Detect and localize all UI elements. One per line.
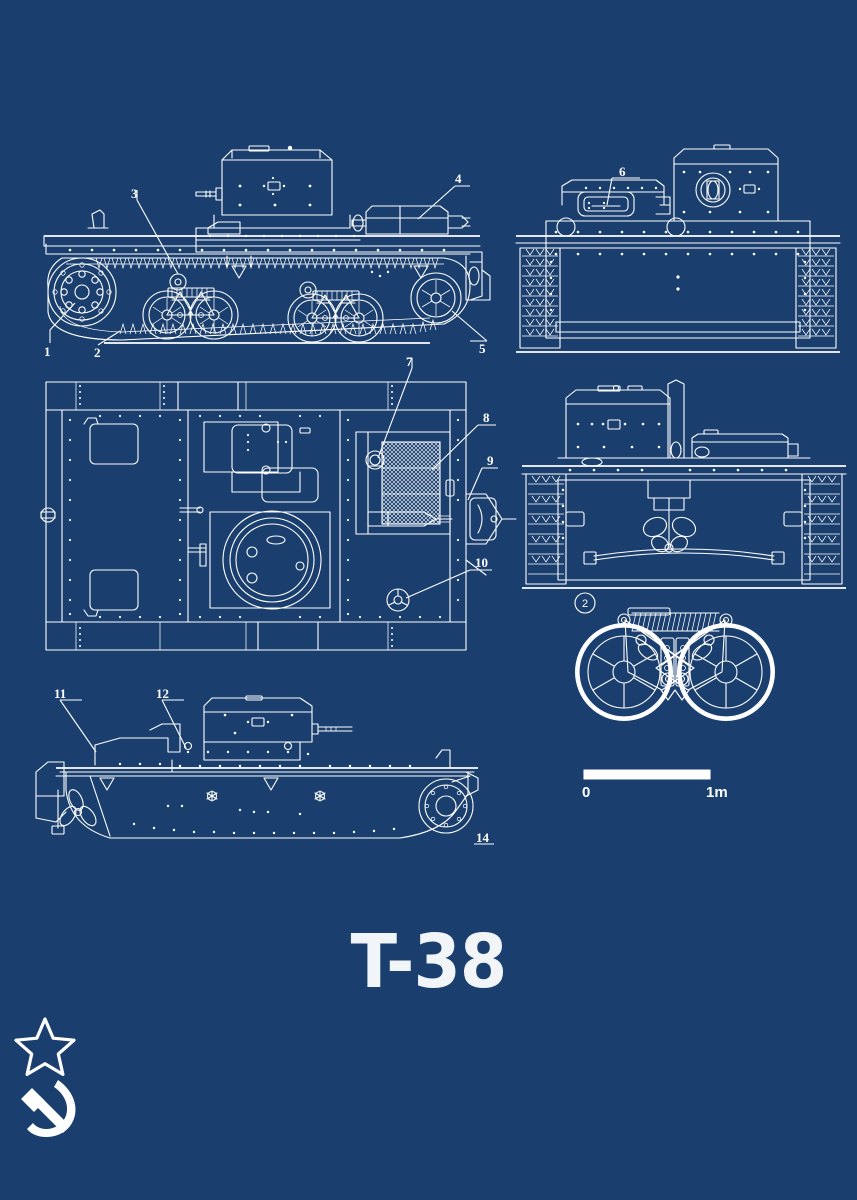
front-view-driver-cupola [556, 179, 686, 237]
side-view-return-rollers [169, 273, 317, 299]
front-view-callouts: 6 [606, 164, 640, 206]
plan-view-front-fender [45, 381, 467, 411]
poster-footer: T-38 [0, 925, 857, 1141]
scale-bar: 0 1m [582, 769, 728, 801]
callout-12: 12 [156, 686, 169, 701]
callout-8: 8 [483, 410, 490, 425]
bogie-detail-spring [627, 607, 720, 687]
hammer-and-sickle [21, 1080, 76, 1137]
hull-view-callouts: 11 12 14 [54, 686, 494, 845]
plan-view-deck-fitting [386, 588, 410, 612]
callout-11: 11 [54, 686, 66, 701]
plan-view-front-hatches [40, 417, 139, 617]
callout-14: 14 [476, 830, 490, 845]
callout-7: 7 [406, 354, 413, 369]
plan-view-engine-grille [355, 431, 455, 535]
side-view-hull-markers [226, 255, 429, 279]
plan-view-hull-deck [45, 409, 467, 623]
plan-view-rivets [68, 414, 460, 619]
side-view-callouts: 1 2 3 4 5 [44, 171, 488, 360]
rear-view-hull [521, 379, 847, 581]
front-view: 6 [515, 144, 841, 353]
front-view-turret [673, 144, 779, 222]
soviet-star [14, 1017, 76, 1076]
plan-view-rear-fender [45, 621, 467, 651]
bogie-detail: 2 [574, 592, 775, 721]
hull-view: 11 12 14 [35, 686, 494, 845]
side-view-idler-wheel [410, 272, 462, 324]
scale-start-label: 0 [582, 784, 590, 801]
rear-view-propeller [642, 479, 697, 553]
scale-end-label: 1m [706, 784, 728, 801]
front-view-tracks [519, 247, 837, 349]
bogie-detail-wheels [575, 623, 775, 721]
side-view-hull [43, 205, 491, 301]
rear-view [521, 379, 847, 589]
side-view: 1 2 3 4 5 [43, 145, 491, 360]
plan-view-callouts: 7 8 9 10 [377, 354, 498, 599]
callout-2: 2 [94, 345, 101, 360]
detail-marker-2: 2 [574, 592, 596, 614]
plan-view-rear-propeller [465, 493, 517, 576]
rear-view-turret [565, 384, 671, 459]
rear-view-towbar [583, 548, 785, 565]
callout-9: 9 [487, 453, 494, 468]
side-view-drive-sprocket [47, 257, 117, 327]
hull-view-turret [203, 695, 353, 743]
front-view-hull [515, 220, 841, 339]
page-title: T-38 [350, 919, 508, 1005]
side-view-turret [195, 145, 361, 241]
hull-view-hull [35, 723, 479, 839]
side-view-track [47, 257, 471, 341]
side-view-bogie-assemblies [142, 287, 384, 343]
rear-view-tracks [525, 473, 843, 585]
plan-view-turret [179, 506, 331, 610]
callout-5: 5 [479, 341, 486, 356]
plan-view-superstructure [203, 421, 319, 503]
callout-3: 3 [131, 186, 138, 201]
detail-marker-label: 2 [582, 598, 588, 610]
plan-view: 7 8 9 10 [40, 354, 517, 651]
rear-view-stowage-box [691, 429, 799, 459]
callout-4: 4 [455, 171, 462, 186]
soviet-emblem [14, 1017, 76, 1137]
callout-6: 6 [619, 164, 626, 179]
callout-1: 1 [44, 344, 51, 359]
callout-10: 10 [475, 555, 488, 570]
plan-view-exhaust [367, 511, 453, 527]
